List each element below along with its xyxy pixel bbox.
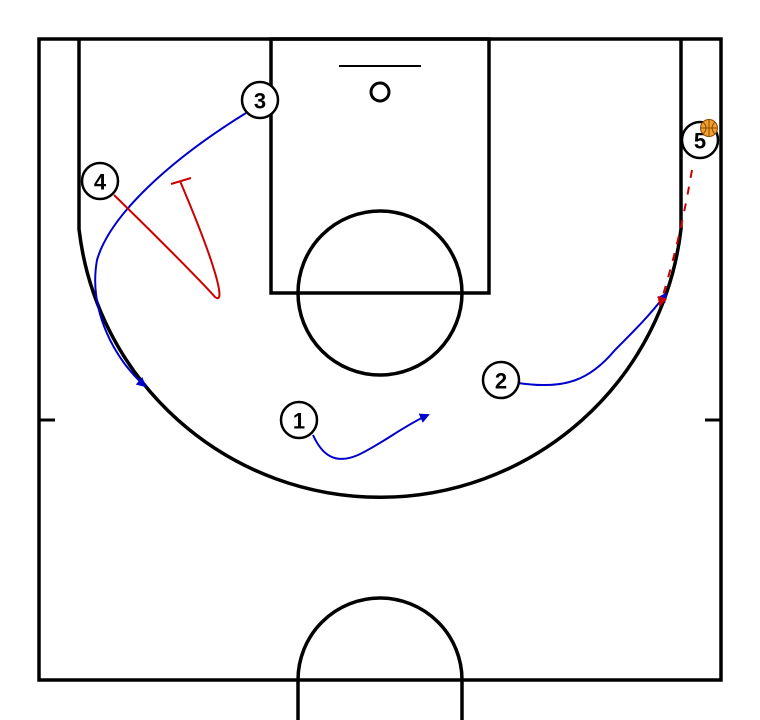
- player-1: 1: [279, 400, 319, 440]
- player-label: 4: [94, 170, 107, 195]
- player-label: 3: [254, 89, 266, 114]
- cut-path-player-2: [517, 292, 668, 387]
- court-lines: [37, 37, 723, 720]
- three-point-line: [77, 39, 683, 499]
- player-4: 4: [80, 161, 120, 201]
- player-marker: [481, 360, 521, 400]
- pass-path-player-5: [657, 169, 693, 307]
- player-label: 1: [293, 409, 305, 434]
- cut-path-player-1: [312, 413, 430, 460]
- player-marker: [279, 400, 319, 440]
- basketball-icon: [700, 119, 718, 137]
- screen-end-bar: [170, 177, 192, 185]
- player-2: 2: [481, 360, 521, 400]
- rim: [369, 81, 391, 103]
- screen-path-player-4: [113, 180, 221, 300]
- player-3: 3: [240, 80, 280, 120]
- play-actions: [94, 112, 693, 460]
- player-marker: [80, 161, 120, 201]
- player-marker: [240, 80, 280, 120]
- center-circle: [296, 596, 464, 720]
- court-boundary: [37, 37, 723, 682]
- cut-path-player-3: [94, 112, 247, 388]
- free-throw-circle: [296, 209, 464, 377]
- player-label: 2: [495, 369, 507, 394]
- paint-lane: [269, 37, 491, 295]
